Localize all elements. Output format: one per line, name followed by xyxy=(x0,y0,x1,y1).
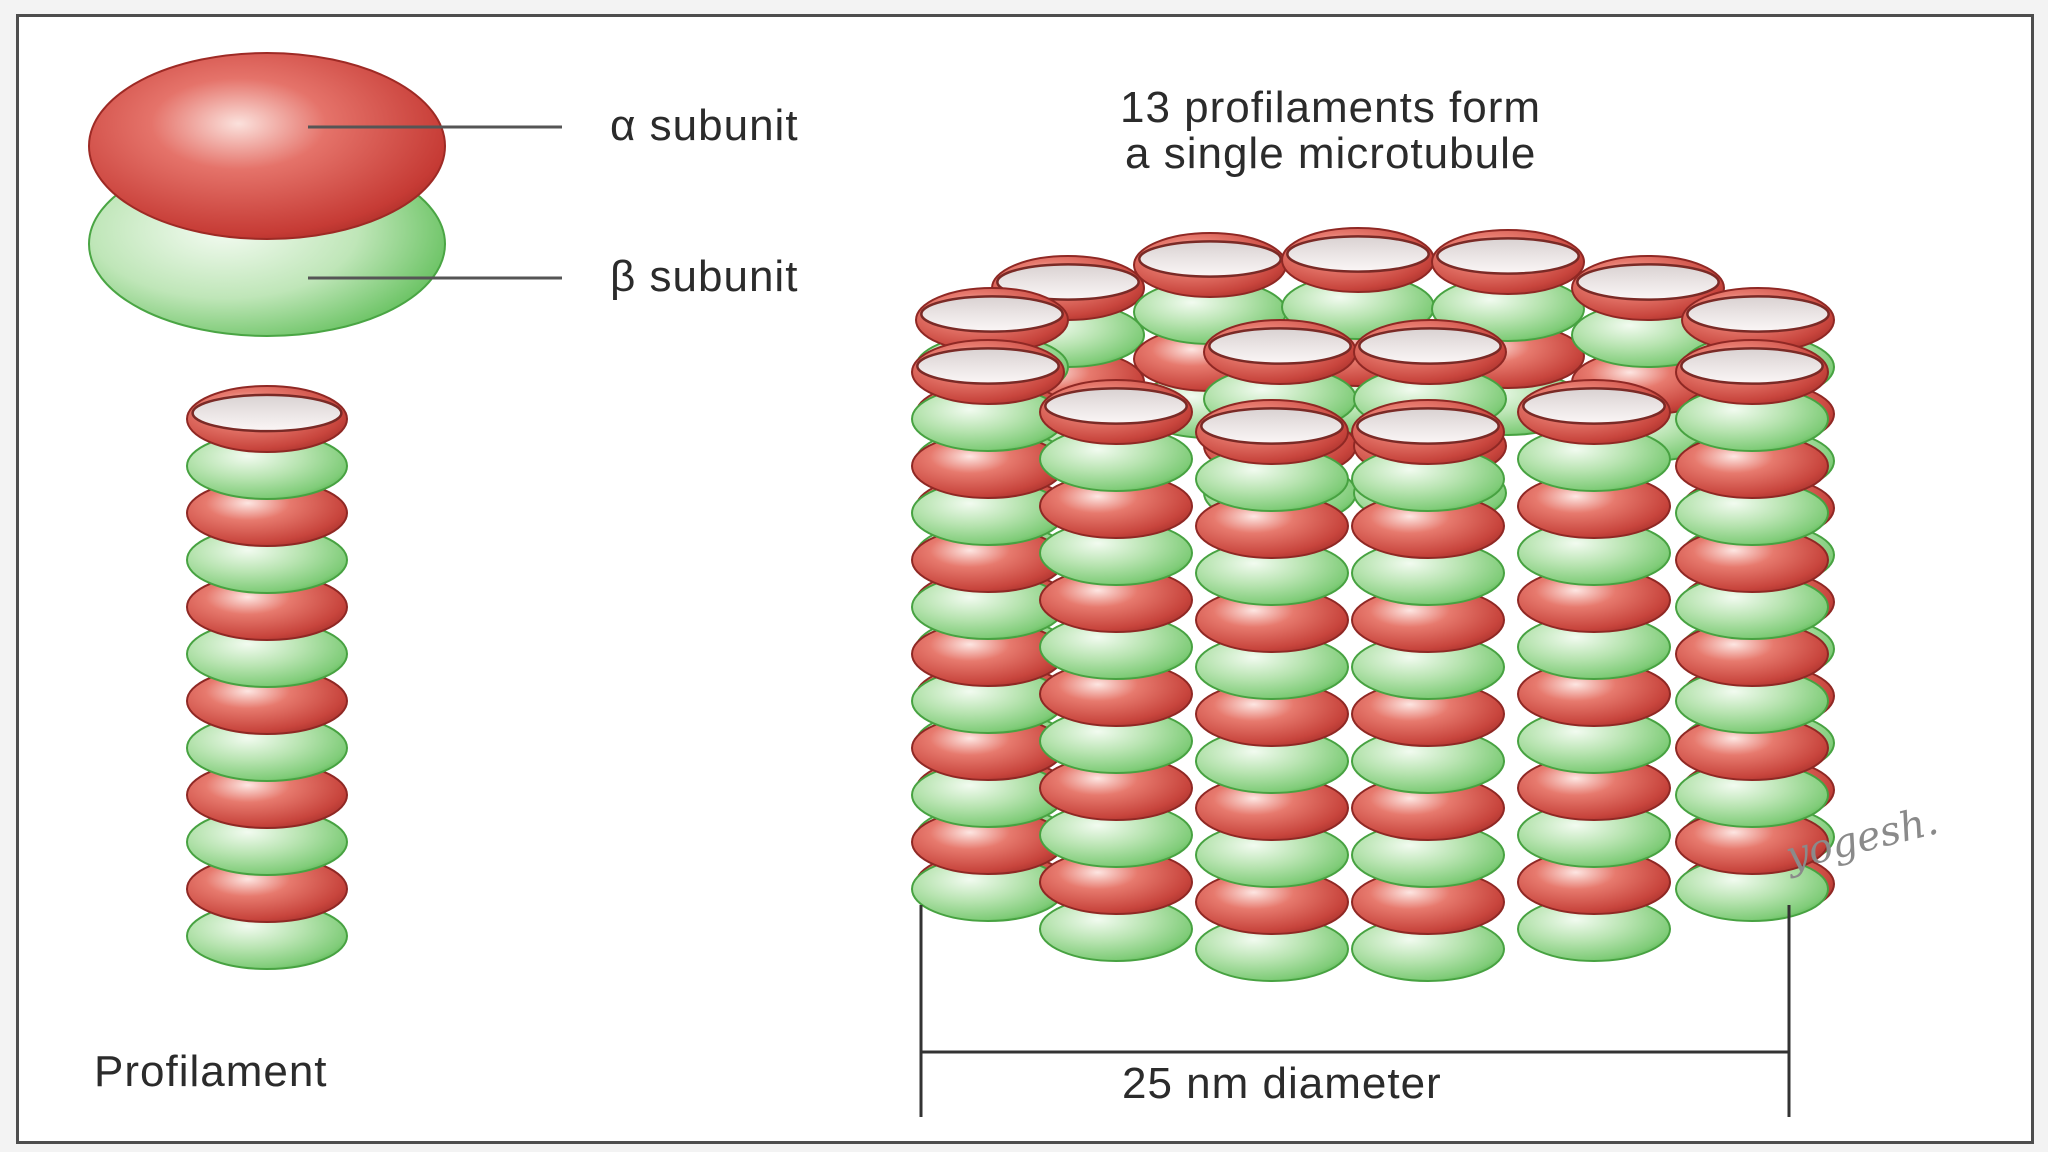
alpha-subunit-sphere xyxy=(88,52,446,240)
profilament-label: Profilament xyxy=(94,1047,328,1096)
protofilament-top-cap xyxy=(191,393,343,433)
back-protofilament-cap xyxy=(1576,263,1720,301)
back-protofilament-cap xyxy=(1138,240,1282,278)
side-protofilament-cap xyxy=(916,347,1060,385)
diameter-label: 25 nm diameter xyxy=(1122,1059,1442,1108)
side-protofilament-cap xyxy=(1686,295,1830,333)
alpha-subunit-label: α subunit xyxy=(610,101,799,150)
front-protofilaments xyxy=(1039,379,1671,982)
side-protofilaments xyxy=(911,287,1835,922)
front-protofilament-cap xyxy=(1044,387,1188,425)
side-protofilament-cap xyxy=(1680,347,1824,385)
back-protofilament-cap xyxy=(1436,237,1580,275)
front-protofilament-cap xyxy=(1522,387,1666,425)
title-line-1: 13 profilaments form xyxy=(1120,83,1541,132)
diameter-dimension: 25 nm diameter xyxy=(919,905,1791,1117)
side-protofilament-cap xyxy=(920,295,1064,333)
title-line-2: a single microtubule xyxy=(1125,129,1536,178)
front-protofilament-cap xyxy=(1200,407,1344,445)
back-protofilament-cap xyxy=(996,263,1140,301)
front-protofilament-cap xyxy=(1356,407,1500,445)
microtubule-cylinder xyxy=(911,227,1835,982)
back-protofilament-cap xyxy=(1358,327,1502,365)
protofilament-column xyxy=(186,385,348,970)
beta-subunit-label: β subunit xyxy=(610,252,798,301)
back-protofilament-cap xyxy=(1286,235,1430,273)
back-protofilament-cap xyxy=(1208,327,1352,365)
subunit-legend: α subunit β subunit xyxy=(88,52,799,337)
